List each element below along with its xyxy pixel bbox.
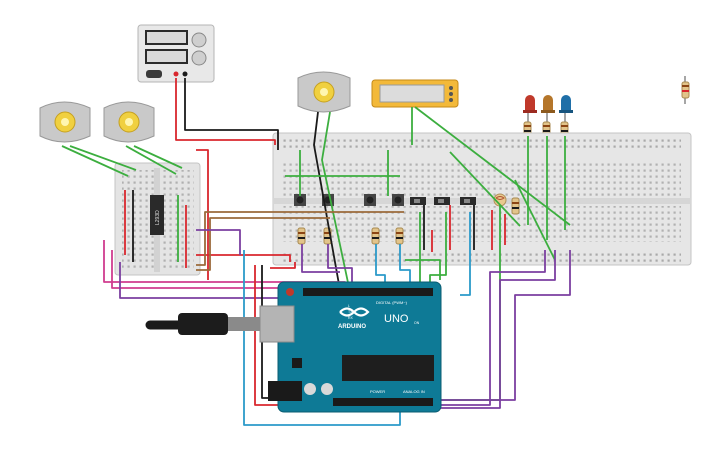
power-supply[interactable] [137, 24, 215, 83]
slide-switch-3[interactable] [460, 197, 476, 205]
led-orange[interactable] [541, 95, 555, 124]
photoresistor[interactable] [493, 193, 507, 207]
chip-label: L293D [155, 210, 161, 225]
push-button-1[interactable] [294, 194, 306, 206]
power-header-label: POWER [370, 389, 385, 394]
slide-switch-1[interactable] [410, 197, 426, 205]
rx-label: RX [348, 316, 354, 320]
analog-header-label: ANALOG IN [403, 389, 425, 394]
resistor-bb-5[interactable] [511, 197, 520, 215]
push-button-3[interactable] [364, 194, 376, 206]
arduino-uno[interactable]: ARDUINO UNO DIGITAL (PWM~) POWER ANALOG … [259, 281, 442, 413]
usb-cable [145, 313, 262, 335]
main-breadboard[interactable] [272, 132, 692, 266]
led-red[interactable] [523, 95, 537, 124]
dc-motor-1[interactable] [39, 101, 91, 143]
led-blue[interactable] [559, 95, 573, 124]
l-label: L [348, 304, 350, 308]
push-button-4[interactable] [392, 194, 404, 206]
resistor-bb-1[interactable] [297, 227, 306, 245]
arduino-model: UNO [384, 313, 409, 325]
arduino-brand: ARDUINO [338, 324, 366, 330]
resistor-loose[interactable] [681, 76, 690, 104]
dc-motor-3[interactable] [297, 71, 351, 113]
on-label: ON [414, 321, 420, 325]
resistor-bb-4[interactable] [395, 227, 404, 245]
lcd-module[interactable] [371, 79, 459, 108]
digital-header-label: DIGITAL (PWM~) [376, 300, 408, 305]
resistor-bb-3[interactable] [371, 227, 380, 245]
slide-switch-2[interactable] [434, 197, 450, 205]
tx-label: TX [348, 310, 353, 314]
motor-driver-chip[interactable]: L293D [150, 195, 164, 235]
dc-motor-2[interactable] [103, 101, 155, 143]
